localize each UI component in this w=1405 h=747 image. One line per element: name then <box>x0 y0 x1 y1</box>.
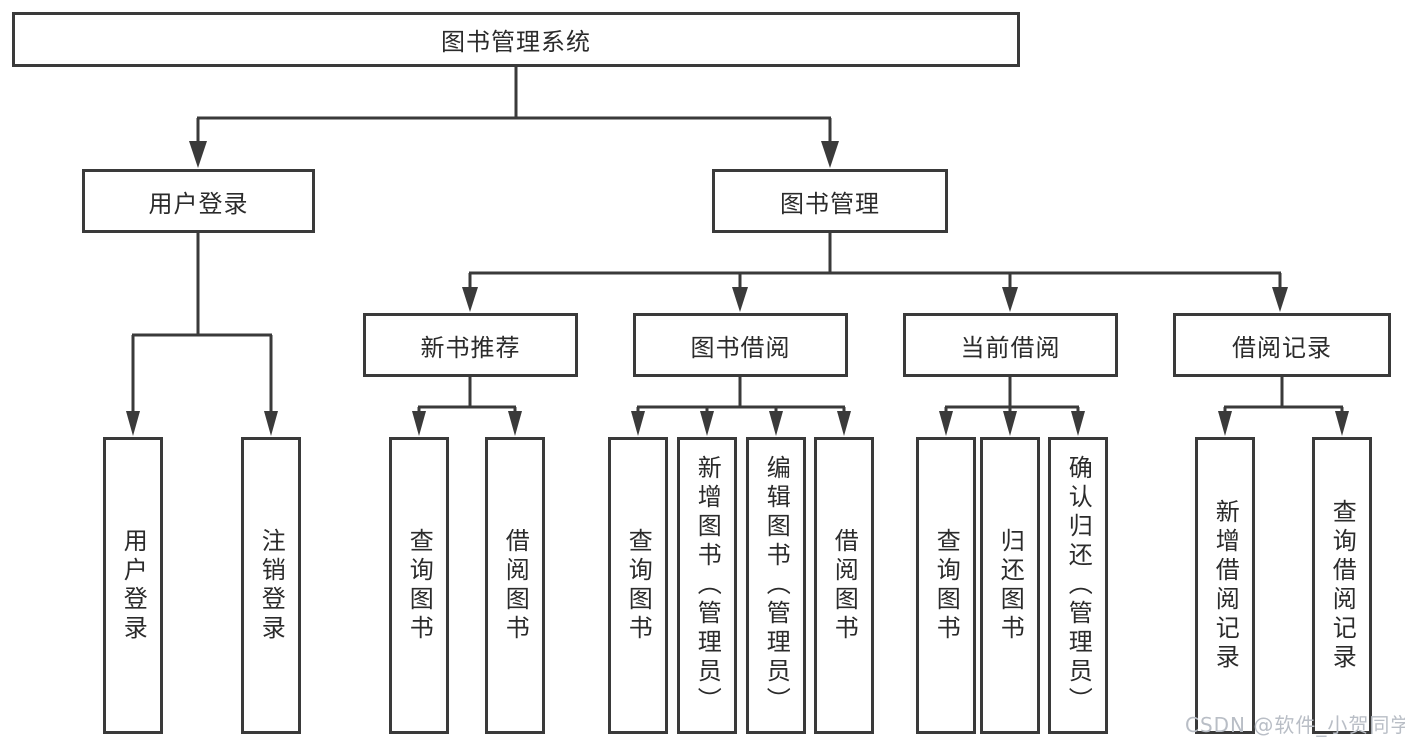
leaf-confirm-return-admin: 确认归还（管理员） <box>1048 437 1108 734</box>
node-book-management: 图书管理 <box>712 169 948 233</box>
leaf-add-borrow-record: 新增借阅记录 <box>1195 437 1255 734</box>
node-root: 图书管理系统 <box>12 12 1020 67</box>
leaf-confirm-return-admin-label: 确认归还（管理员） <box>1064 455 1093 716</box>
node-user-login-label: 用户登录 <box>148 189 249 218</box>
leaf-add-books-admin: 新增图书（管理员） <box>677 437 737 734</box>
leaf-return-books-label: 归还图书 <box>996 527 1025 644</box>
leaf-edit-books-admin: 编辑图书（管理员） <box>746 437 806 734</box>
leaf-query-books-borrowing: 查询图书 <box>608 437 668 734</box>
leaf-query-borrow-record: 查询借阅记录 <box>1312 437 1372 734</box>
leaf-add-borrow-record-label: 新增借阅记录 <box>1211 498 1240 673</box>
csdn-watermark: CSDN @软件_小贺同学 <box>1185 712 1405 738</box>
leaf-query-books-borrowing-label: 查询图书 <box>624 527 653 644</box>
node-book-borrowing: 图书借阅 <box>633 313 848 377</box>
leaf-user-login-label: 用户登录 <box>119 527 148 644</box>
node-book-management-label: 图书管理 <box>780 189 880 218</box>
node-current-borrowing-label: 当前借阅 <box>960 333 1061 362</box>
leaf-borrow-books-borrowing: 借阅图书 <box>814 437 874 734</box>
leaf-query-borrow-record-label: 查询借阅记录 <box>1328 498 1357 673</box>
csdn-watermark-text: CSDN @软件_小贺同学 <box>1185 713 1405 737</box>
node-user-login: 用户登录 <box>82 169 315 233</box>
leaf-borrow-books-recommend: 借阅图书 <box>485 437 545 734</box>
node-root-label: 图书管理系统 <box>441 28 591 56</box>
leaf-logout-login-label: 注销登录 <box>257 527 286 644</box>
leaf-add-books-admin-label: 新增图书（管理员） <box>693 455 722 716</box>
leaf-edit-books-admin-label: 编辑图书（管理员） <box>762 455 791 716</box>
leaf-query-books-current: 查询图书 <box>916 437 976 734</box>
node-new-book-recommend-label: 新书推荐 <box>420 333 521 362</box>
leaf-query-books-recommend: 查询图书 <box>389 437 449 734</box>
leaf-borrow-books-recommend-label: 借阅图书 <box>501 527 530 644</box>
leaf-borrow-books-borrowing-label: 借阅图书 <box>830 527 859 644</box>
leaf-query-books-recommend-label: 查询图书 <box>405 527 434 644</box>
node-borrowing-records-label: 借阅记录 <box>1232 333 1332 362</box>
node-book-borrowing-label: 图书借阅 <box>690 333 791 362</box>
leaf-logout-login: 注销登录 <box>241 437 301 734</box>
node-new-book-recommend: 新书推荐 <box>363 313 578 377</box>
leaf-user-login: 用户登录 <box>103 437 163 734</box>
leaf-return-books: 归还图书 <box>980 437 1040 734</box>
node-borrowing-records: 借阅记录 <box>1173 313 1391 377</box>
node-current-borrowing: 当前借阅 <box>903 313 1118 377</box>
leaf-query-books-current-label: 查询图书 <box>932 527 961 644</box>
